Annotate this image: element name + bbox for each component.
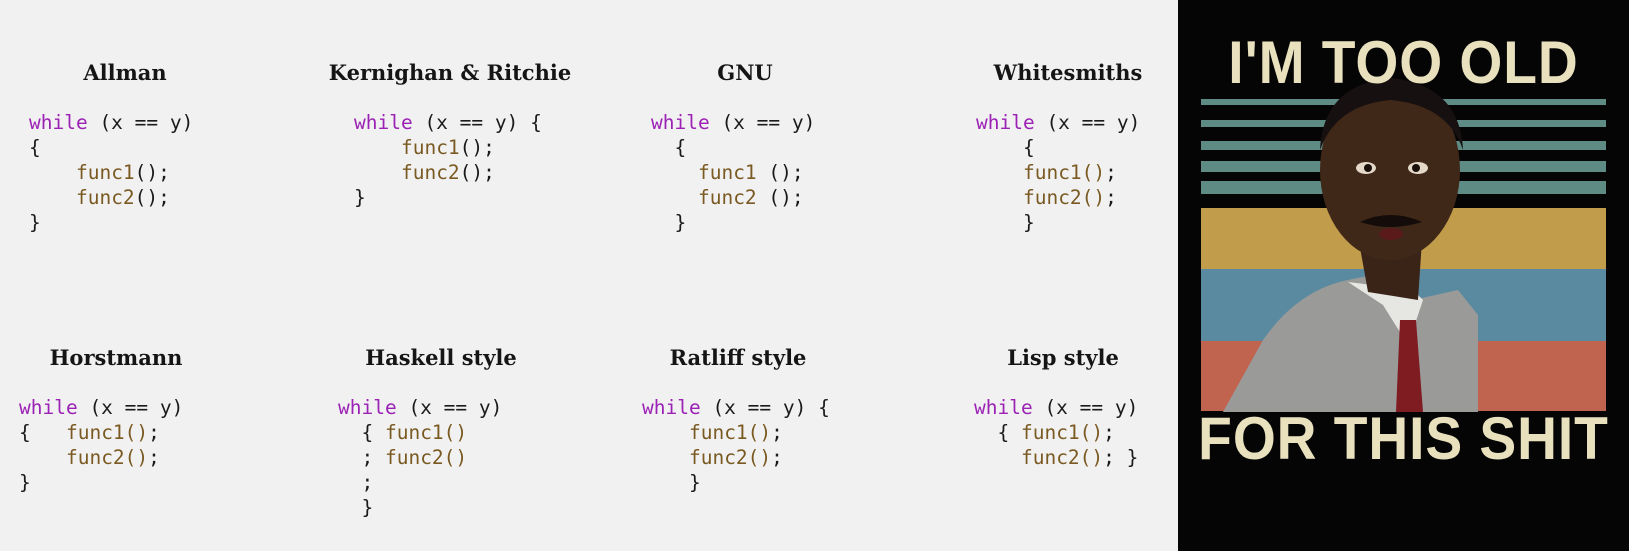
code-haskell: while (x == y) { func1() ; func2() ; } [338, 396, 503, 519]
style-title-ratliff: Ratliff style [669, 345, 807, 370]
style-title-haskell: Haskell style [365, 345, 517, 370]
style-title-kr: Kernighan & Ritchie [328, 60, 572, 85]
code-lisp: while (x == y) { func1(); func2(); } [974, 396, 1139, 469]
code-ratliff: while (x == y) { func1(); func2(); } [642, 396, 830, 494]
code-gnu: while (x == y) { func1 (); func2 (); } [651, 111, 816, 234]
style-title-lisp: Lisp style [1007, 345, 1119, 370]
man-illustration [1223, 78, 1478, 412]
code-horstmann: while (x == y) { func1(); func2(); } [19, 396, 184, 494]
meme-bottom-text: FOR THIS SHIT [1198, 405, 1609, 472]
meme-panel: I'M TOO OLD FOR THIS SHIT [1178, 0, 1629, 551]
brace-styles-panel: Allman Kernighan & Ritchie GNU Whitesmit… [19, 60, 1143, 519]
meme-top-text: I'M TOO OLD [1228, 29, 1579, 96]
style-title-gnu: GNU [717, 60, 773, 85]
style-title-whitesmiths: Whitesmiths [993, 60, 1143, 85]
style-title-allman: Allman [83, 60, 167, 85]
code-kr: while (x == y) { func1(); func2(); } [354, 111, 542, 209]
code-allman: while (x == y) { func1(); func2(); } [29, 111, 194, 234]
style-title-horstmann: Horstmann [49, 345, 183, 370]
code-whitesmiths: while (x == y) { func1(); func2(); } [976, 111, 1141, 234]
